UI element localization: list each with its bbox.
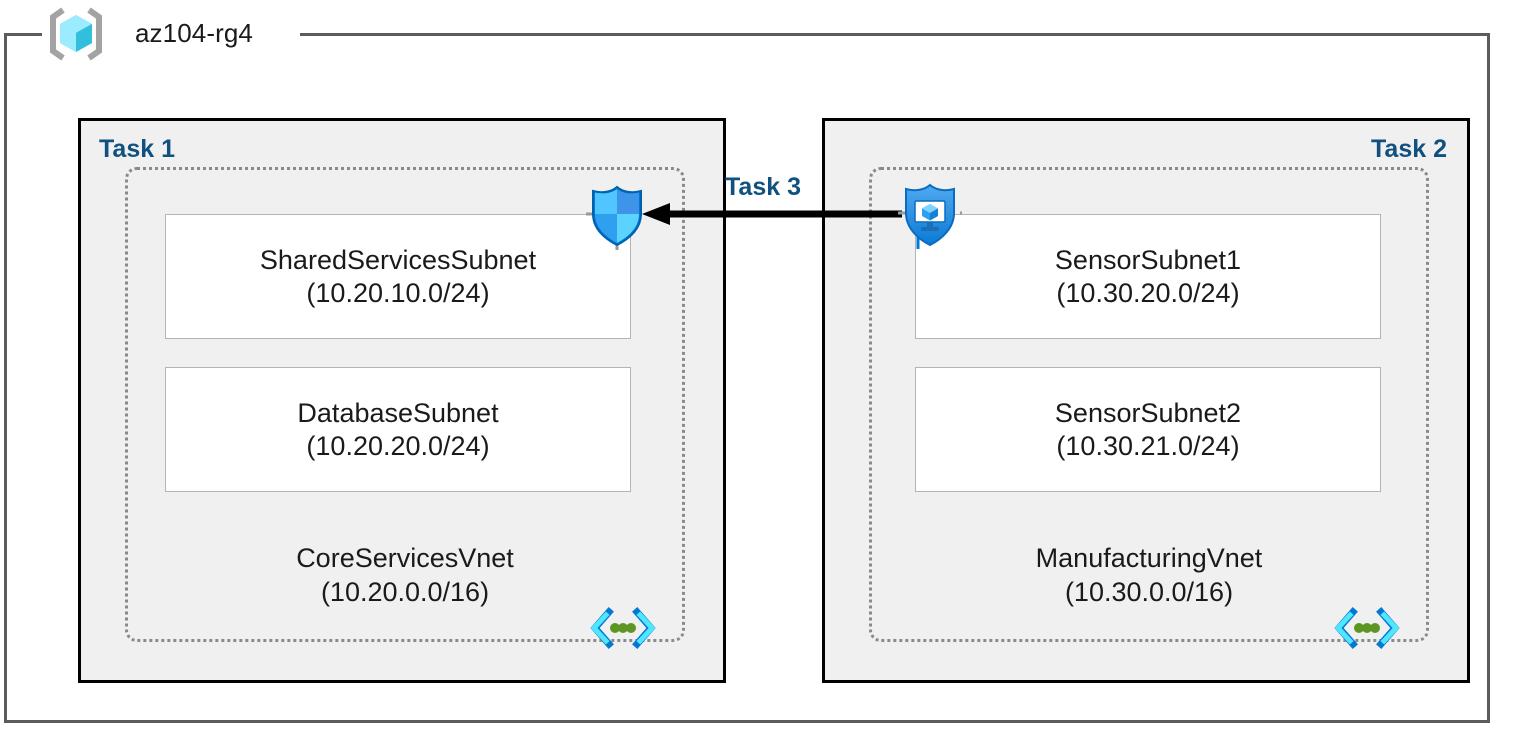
task-2-label: Task 2	[1371, 135, 1447, 163]
resource-group-frame-bottom	[4, 720, 1490, 723]
peering-arrow-icon	[640, 200, 902, 230]
vnet-cidr: (10.20.0.0/16)	[320, 576, 490, 607]
subnet-cidr: (10.20.10.0/24)	[306, 277, 490, 308]
network-security-group-shield-icon	[586, 184, 648, 250]
virtual-network-icon	[590, 607, 656, 649]
subnet-cidr: (10.20.20.0/24)	[306, 430, 490, 461]
network-watcher-shield-monitor-icon	[898, 181, 962, 249]
vnet-name: CoreServicesVnet	[296, 543, 514, 573]
subnet-sharedservicessubnet: SharedServicesSubnet (10.20.10.0/24)	[165, 214, 631, 339]
subnet-databasesubnet: DatabaseSubnet (10.20.20.0/24)	[165, 367, 631, 492]
subnet-cidr: (10.30.20.0/24)	[1056, 277, 1240, 308]
vnet-manufacturing-boundary	[869, 167, 1429, 642]
subnet-name: SharedServicesSubnet	[259, 244, 537, 275]
resource-group-cube-icon	[47, 5, 105, 63]
vnet-cidr: (10.30.0.0/16)	[1064, 576, 1234, 607]
resource-group-frame-left	[4, 33, 7, 723]
subnet-cidr: (10.30.21.0/24)	[1056, 430, 1240, 461]
subnet-name: DatabaseSubnet	[297, 397, 499, 428]
task-1-label: Task 1	[99, 135, 175, 163]
resource-group-title: az104-rg4	[135, 18, 253, 48]
subnet-sensorsubnet2: SensorSubnet2 (10.30.21.0/24)	[915, 367, 1381, 492]
resource-group-frame-top-left-stub	[4, 33, 42, 36]
vnet-core-services-boundary	[125, 167, 685, 642]
subnet-sensorsubnet1: SensorSubnet1 (10.30.20.0/24)	[915, 214, 1381, 339]
vnet-name: ManufacturingVnet	[1035, 543, 1263, 573]
vnet-core-services-caption: CoreServicesVnet (10.20.0.0/16)	[125, 542, 685, 610]
subnet-name: SensorSubnet1	[1054, 244, 1242, 275]
subnet-name: SensorSubnet2	[1054, 397, 1242, 428]
virtual-network-icon	[1334, 607, 1400, 649]
vnet-manufacturing-caption: ManufacturingVnet (10.30.0.0/16)	[869, 542, 1429, 610]
resource-group-frame-top-right	[300, 33, 1490, 36]
resource-group-frame-right	[1487, 33, 1490, 723]
task-3-label: Task 3	[725, 173, 801, 201]
